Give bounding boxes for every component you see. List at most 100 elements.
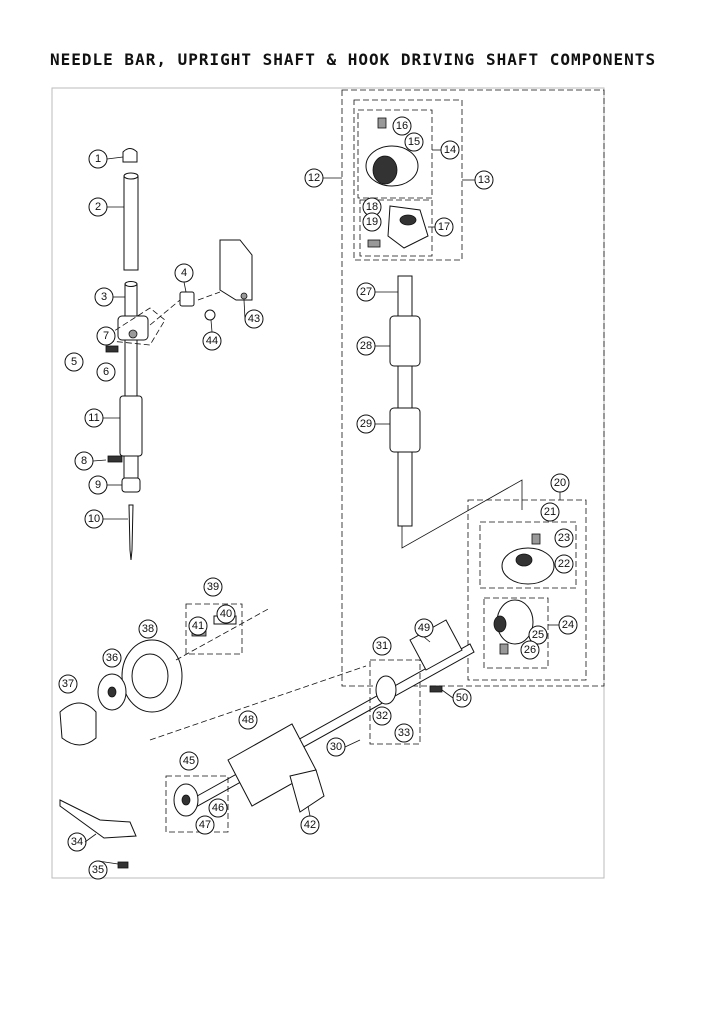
svg-text:26: 26 xyxy=(524,644,536,656)
svg-text:6: 6 xyxy=(103,366,109,378)
svg-text:3: 3 xyxy=(101,291,107,303)
svg-text:42: 42 xyxy=(304,819,316,831)
callout-39: 39 xyxy=(203,577,223,597)
callout-50: 50 xyxy=(452,688,472,708)
needle-bar-bracket-part xyxy=(219,239,253,301)
callout-43: 43 xyxy=(244,309,264,329)
shaft-collar-part xyxy=(375,675,397,705)
svg-text:29: 29 xyxy=(360,418,372,430)
callout-26: 26 xyxy=(520,640,540,660)
callout-3: 3 xyxy=(94,287,114,307)
svg-text:19: 19 xyxy=(366,216,378,228)
callout-21: 21 xyxy=(540,502,560,522)
callout-45: 45 xyxy=(179,751,199,771)
shaft-bracket-part xyxy=(289,769,325,813)
callout-31: 31 xyxy=(372,636,392,656)
svg-text:28: 28 xyxy=(360,340,372,352)
callout-24: 24 xyxy=(558,615,578,635)
callout-9: 9 xyxy=(88,475,108,495)
callout-44: 44 xyxy=(202,331,222,351)
svg-text:1: 1 xyxy=(95,153,101,165)
svg-text:16: 16 xyxy=(396,120,408,132)
lower-bevel-gear-part xyxy=(387,205,429,249)
svg-text:50: 50 xyxy=(456,692,468,704)
svg-text:2: 2 xyxy=(95,201,101,213)
svg-text:35: 35 xyxy=(92,864,104,876)
callout-1: 1 xyxy=(88,149,108,169)
svg-text:32: 32 xyxy=(376,710,388,722)
callout-11: 11 xyxy=(84,408,104,428)
svg-text:10: 10 xyxy=(88,513,100,525)
callout-27: 27 xyxy=(356,282,376,302)
callout-13: 13 xyxy=(474,170,494,190)
callout-46: 46 xyxy=(208,798,228,818)
upper-hook-gear-part xyxy=(501,547,555,585)
needle-bar-clamp-part xyxy=(117,315,149,341)
callout-23: 23 xyxy=(554,528,574,548)
upright-shaft-assembly xyxy=(341,89,605,687)
svg-text:21: 21 xyxy=(544,506,556,518)
hook-driving-shaft-part xyxy=(189,643,475,809)
lever-part xyxy=(59,799,137,839)
svg-text:15: 15 xyxy=(408,136,420,148)
callout-37: 37 xyxy=(58,674,78,694)
svg-text:33: 33 xyxy=(398,727,410,739)
rotary-hook-assembly xyxy=(59,603,271,746)
svg-text:4: 4 xyxy=(181,267,187,279)
svg-text:39: 39 xyxy=(207,581,219,593)
svg-text:46: 46 xyxy=(212,802,224,814)
callout-49: 49 xyxy=(414,618,434,638)
callout-30: 30 xyxy=(326,737,346,757)
callout-6: 6 xyxy=(96,362,116,382)
upright-shaft-part xyxy=(397,275,413,527)
callout-5: 5 xyxy=(64,352,84,372)
diagram-frame xyxy=(51,87,605,879)
svg-text:30: 30 xyxy=(330,741,342,753)
callout-20: 20 xyxy=(550,473,570,493)
callout-36: 36 xyxy=(102,648,122,668)
callout-17: 17 xyxy=(434,217,454,237)
svg-text:18: 18 xyxy=(366,201,378,213)
callout-19: 19 xyxy=(362,212,382,232)
svg-text:12: 12 xyxy=(308,172,320,184)
callout-8: 8 xyxy=(74,451,94,471)
svg-text:11: 11 xyxy=(88,412,99,424)
callout-25: 25 xyxy=(528,625,548,645)
svg-text:37: 37 xyxy=(62,678,74,690)
svg-text:8: 8 xyxy=(81,455,87,467)
needle-part xyxy=(128,504,134,561)
callout-16: 16 xyxy=(392,116,412,136)
needle-clamp-part xyxy=(121,477,141,493)
svg-text:13: 13 xyxy=(478,174,490,186)
needle-bar-assembly xyxy=(98,148,253,561)
callout-12: 12 xyxy=(304,168,324,188)
svg-text:22: 22 xyxy=(558,558,570,570)
svg-text:7: 7 xyxy=(103,330,109,342)
callout-35: 35 xyxy=(88,860,108,880)
callout-38: 38 xyxy=(138,619,158,639)
svg-text:36: 36 xyxy=(106,652,118,664)
upright-shaft-bushing-upper xyxy=(389,315,421,367)
svg-text:27: 27 xyxy=(360,286,372,298)
callout-7: 7 xyxy=(96,326,116,346)
svg-text:23: 23 xyxy=(558,532,570,544)
callout-2: 2 xyxy=(88,197,108,217)
svg-text:40: 40 xyxy=(220,608,232,620)
svg-text:44: 44 xyxy=(206,335,218,347)
needle-bar-upper-part xyxy=(123,175,139,271)
svg-text:14: 14 xyxy=(444,144,456,156)
callout-28: 28 xyxy=(356,336,376,356)
bobbin-case-part xyxy=(59,702,97,746)
svg-text:47: 47 xyxy=(199,819,211,831)
callout-4: 4 xyxy=(174,263,194,283)
callout-15: 15 xyxy=(404,132,424,152)
hook-driving-shaft-assembly xyxy=(59,619,475,869)
needle-bar-cap-part xyxy=(122,148,138,163)
leader-lines xyxy=(84,149,561,865)
svg-text:48: 48 xyxy=(242,714,254,726)
svg-text:17: 17 xyxy=(438,221,450,233)
callout-42: 42 xyxy=(300,815,320,835)
callout-33: 33 xyxy=(394,723,414,743)
callout-47: 47 xyxy=(195,815,215,835)
